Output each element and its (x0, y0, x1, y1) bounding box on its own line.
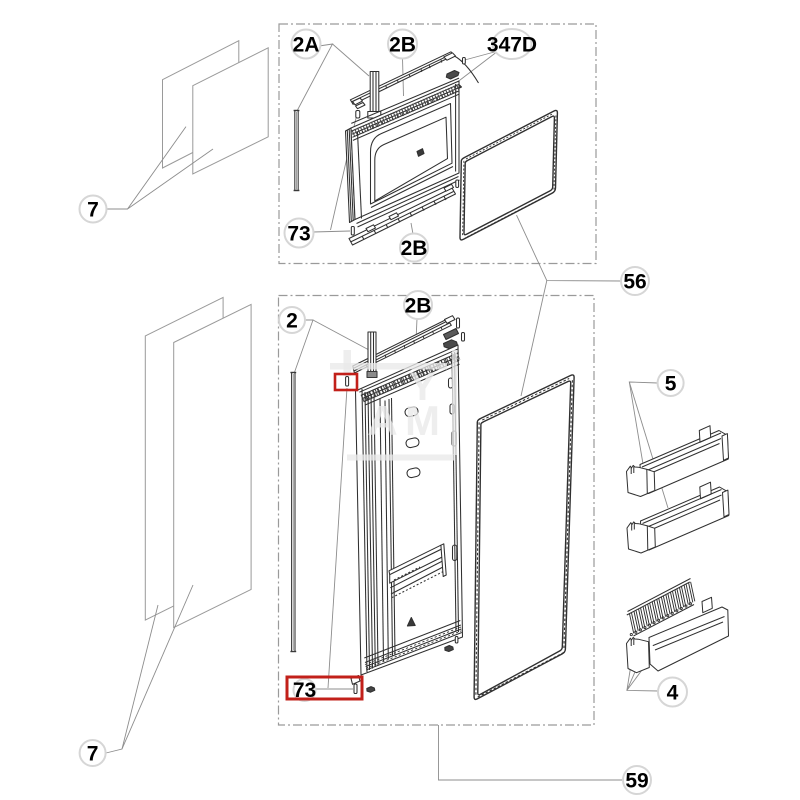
svg-text:Y: Y (409, 365, 436, 409)
svg-text:2B: 2B (405, 295, 432, 318)
svg-text:A: A (367, 397, 397, 444)
svg-text:59: 59 (625, 770, 648, 793)
svg-text:56: 56 (623, 271, 646, 294)
svg-text:7: 7 (87, 199, 99, 222)
svg-text:2B: 2B (389, 34, 416, 57)
svg-text:347D: 347D (487, 34, 537, 57)
svg-text:2A: 2A (293, 34, 320, 57)
svg-text:73: 73 (287, 223, 310, 246)
svg-text:7: 7 (87, 743, 99, 766)
svg-text:73: 73 (293, 679, 316, 702)
svg-text:2B: 2B (401, 237, 428, 260)
svg-text:M: M (405, 397, 440, 444)
svg-text:2: 2 (286, 310, 298, 333)
svg-text:4: 4 (667, 682, 679, 705)
svg-text:5: 5 (665, 373, 677, 396)
